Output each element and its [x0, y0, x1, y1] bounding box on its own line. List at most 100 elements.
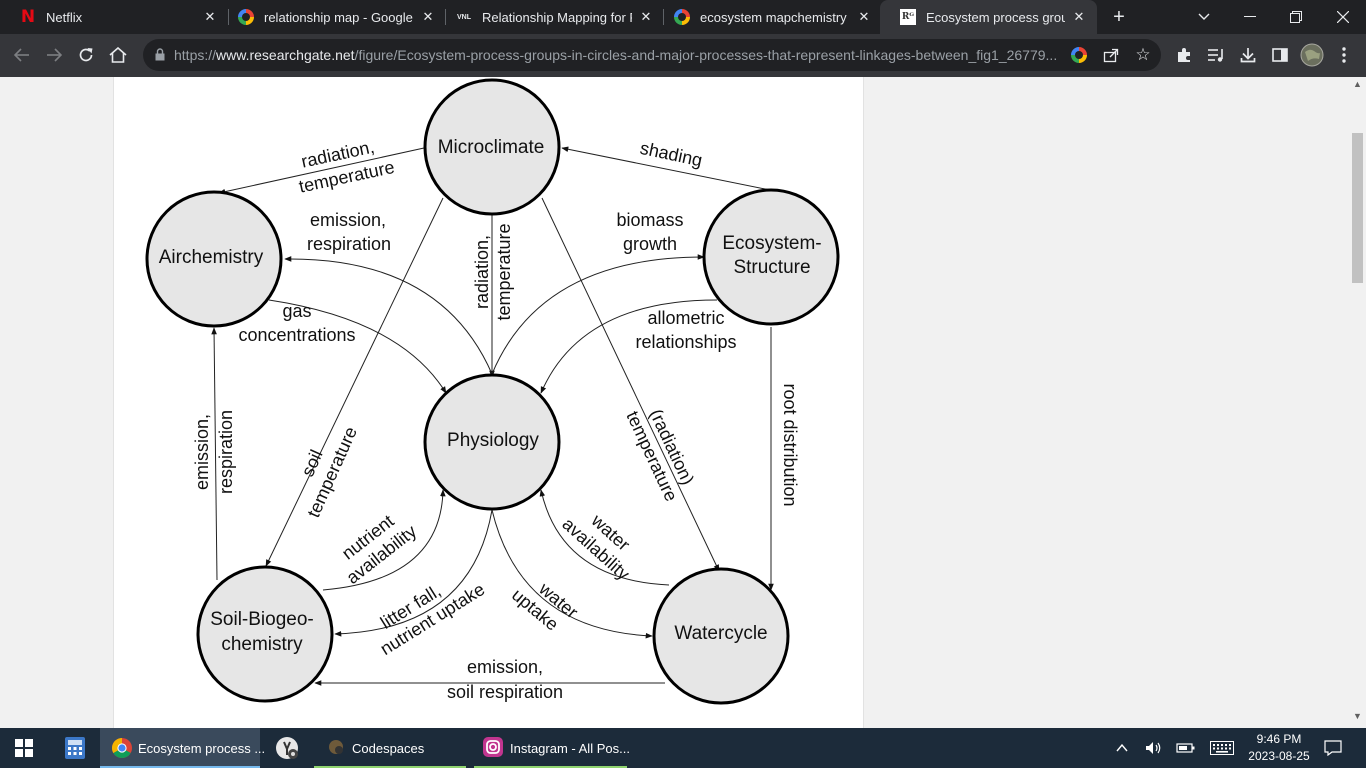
tab-netflix[interactable]: N Netflix ✕: [0, 0, 228, 34]
label-microclimate: Microclimate: [438, 137, 545, 158]
minimize-button[interactable]: [1227, 0, 1273, 34]
minimize-icon: [1244, 16, 1256, 17]
edge-structure-microclimate: [561, 146, 771, 191]
scrollbar-thumb[interactable]: [1352, 133, 1363, 283]
taskbar-app-label: Instagram - All Pos...: [510, 740, 630, 756]
edge-label: gas: [282, 301, 311, 321]
tab-divider: [663, 9, 664, 25]
node-watercycle: [652, 567, 790, 705]
notifications-icon[interactable]: [1321, 728, 1345, 768]
home-button[interactable]: [103, 40, 133, 70]
google-lens-icon[interactable]: [1070, 46, 1088, 64]
close-icon[interactable]: ✕: [204, 9, 216, 24]
profile-avatar[interactable]: [1300, 43, 1324, 67]
extensions-icon[interactable]: [1174, 45, 1194, 65]
node-physiology: [423, 373, 561, 511]
edge-structure-physiology: [540, 299, 718, 394]
node-microclimate: [423, 78, 561, 216]
edge-physiology-airchemistry: [284, 256, 493, 375]
share-icon[interactable]: [1102, 46, 1120, 64]
edge-label: root distribution: [780, 383, 800, 506]
reload-button[interactable]: [71, 40, 101, 70]
taskbar-chrome[interactable]: Ecosystem process ...: [100, 728, 265, 768]
calculator-app[interactable]: [52, 728, 98, 768]
scroll-down-arrow-icon[interactable]: ▼: [1353, 711, 1362, 721]
edge-label: relationships: [635, 332, 736, 352]
tab-title: relationship map - Google Se: [264, 9, 414, 25]
tab-google-relationship-map[interactable]: relationship map - Google Se ✕: [218, 0, 446, 34]
side-panel-icon[interactable]: [1270, 45, 1290, 65]
restore-icon: [1290, 11, 1302, 23]
system-clock[interactable]: 9:46 PM 2023-08-25: [1240, 731, 1318, 765]
download-icon[interactable]: [1238, 45, 1258, 65]
tab-divider: [445, 9, 446, 25]
windows-taskbar: Ecosystem process ... Codespaces Instagr…: [0, 728, 1366, 768]
edge-soil-airchemistry: [211, 327, 218, 581]
yandex-icon: [276, 737, 298, 759]
tab-search-button[interactable]: [1181, 0, 1227, 34]
edge-label: soil respiration: [447, 682, 563, 702]
close-icon: [1337, 11, 1349, 23]
google-icon: [238, 9, 254, 25]
media-control-icon[interactable]: [1206, 45, 1226, 65]
back-button[interactable]: [7, 40, 37, 70]
close-icon[interactable]: ✕: [422, 9, 434, 24]
tray-overflow-chevron-icon[interactable]: [1112, 728, 1132, 768]
taskbar-codespaces[interactable]: Codespaces: [314, 728, 466, 768]
researchgate-icon: Rᴳ: [900, 9, 916, 25]
edge-label: concentrations: [238, 325, 355, 345]
url-text[interactable]: https://www.researchgate.net/figure/Ecos…: [174, 47, 1058, 63]
chevron-down-icon: [1198, 13, 1210, 20]
scroll-up-arrow-icon[interactable]: ▲: [1353, 79, 1362, 89]
arrow-right-icon: [47, 48, 62, 62]
edge-label: emission,: [310, 210, 386, 230]
restore-button[interactable]: [1273, 0, 1319, 34]
chrome-icon: [112, 738, 132, 758]
tab-ecosystem-mapchemistry[interactable]: ecosystem mapchemistry - G ✕: [654, 0, 882, 34]
diagram-nodes: [145, 78, 840, 705]
open-indicator: [474, 766, 627, 768]
taskbar-instagram[interactable]: Instagram - All Pos...: [474, 728, 630, 768]
label-watercycle: Watercycle: [674, 623, 767, 644]
battery-icon[interactable]: [1175, 728, 1197, 768]
volume-icon[interactable]: [1143, 728, 1165, 768]
edge-label: radiation,: [472, 235, 492, 309]
taskbar-app-label: Codespaces: [352, 740, 425, 756]
lock-icon: [155, 48, 165, 61]
netflix-icon: N: [20, 7, 36, 27]
toolbar: https://www.researchgate.net/figure/Ecos…: [0, 34, 1366, 77]
keyboard-icon[interactable]: [1208, 728, 1236, 768]
tab-relationship-mapping[interactable]: VNL Relationship Mapping for Pu ✕: [436, 0, 664, 34]
new-tab-button[interactable]: +: [1113, 5, 1125, 28]
edge-label: biomass: [616, 210, 683, 230]
close-icon[interactable]: ✕: [640, 9, 652, 24]
page-scrollbar[interactable]: ▲ ▼: [1349, 77, 1366, 728]
edge-microclimate-watercycle: [541, 197, 720, 572]
edge-label: respiration: [307, 234, 391, 254]
tab-ecosystem-process-groups[interactable]: Rᴳ Ecosystem process groups (i ✕: [880, 0, 1097, 34]
edge-label: allometric: [647, 308, 724, 328]
edge-label: emission,: [192, 414, 212, 490]
open-indicator: [314, 766, 466, 768]
close-icon[interactable]: ✕: [1073, 9, 1085, 24]
label-structure-line1: Ecosystem-: [722, 233, 821, 254]
edge-watercycle-physiology: [539, 489, 670, 586]
edge-soil-physiology: [322, 489, 446, 591]
label-structure-line2: Structure: [733, 257, 810, 278]
start-button[interactable]: [0, 728, 48, 768]
tab-title: Netflix: [46, 9, 83, 25]
edge-label: temperature: [494, 223, 514, 320]
edge-label: respiration: [216, 410, 236, 494]
forward-button[interactable]: [39, 40, 69, 70]
taskbar-yandex[interactable]: [262, 728, 312, 768]
menu-kebab-icon[interactable]: [1334, 45, 1354, 65]
diagram-edges: [211, 146, 774, 686]
close-window-button[interactable]: [1320, 0, 1366, 34]
tab-title: Ecosystem process groups (i: [926, 9, 1065, 25]
edge-physiology-soil: [334, 509, 493, 637]
address-bar[interactable]: https://www.researchgate.net/figure/Ecos…: [143, 39, 1161, 71]
bookmark-star-icon[interactable]: ☆: [1135, 45, 1151, 64]
tab-strip: N Netflix ✕ relationship map - Google Se…: [0, 0, 1366, 34]
instagram-icon: [482, 736, 504, 761]
close-icon[interactable]: ✕: [858, 9, 870, 24]
